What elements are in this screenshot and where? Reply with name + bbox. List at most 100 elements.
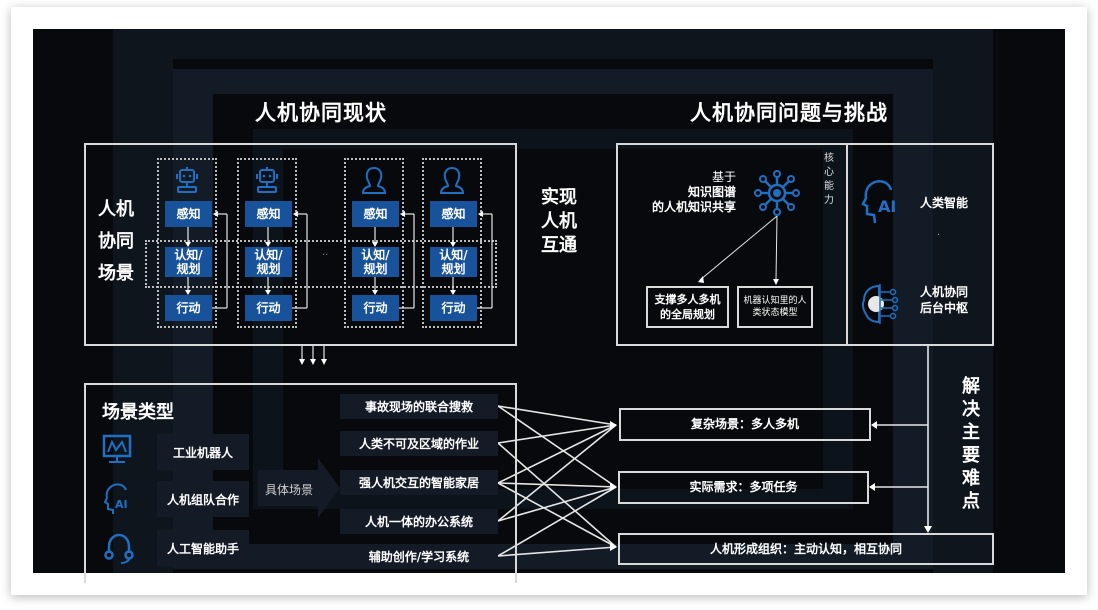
step-perceive: 感知 bbox=[430, 201, 477, 227]
scenario-link bbox=[497, 405, 617, 488]
arrowhead bbox=[400, 211, 405, 217]
arrowhead bbox=[773, 279, 779, 285]
arrow-shape bbox=[258, 458, 340, 518]
step-cognition-planning: 认知/ 规划 bbox=[165, 247, 212, 277]
arrowhead bbox=[924, 526, 932, 533]
specific-scenario-item: 人类不可及区域的作业 bbox=[340, 431, 498, 456]
knowledge-arrow bbox=[699, 215, 778, 281]
specific-scenario-item: 辅助创作/学习系统 bbox=[340, 544, 498, 569]
arrowhead bbox=[310, 359, 316, 365]
knowledge-text: 基于 知识图谱 的人机知识共享 bbox=[640, 170, 736, 215]
ai-head-icon: AI bbox=[104, 483, 128, 514]
cognition-band bbox=[145, 240, 497, 288]
arrowhead bbox=[478, 211, 483, 217]
core-label-char: 能 bbox=[824, 181, 834, 192]
core-capability-label: 核 心 能 力 bbox=[822, 152, 836, 208]
side-label-line: 人机 bbox=[98, 199, 134, 220]
human-state-model-box: 机器认知里的人 类状态模型 bbox=[737, 286, 813, 328]
left-panel-title: 人机协同现状 bbox=[255, 101, 387, 125]
agent-dotted-frame bbox=[344, 158, 404, 328]
side-label-line: 协同 bbox=[98, 231, 134, 252]
key-difficulty-label: 解 决 主 要 难 点 bbox=[962, 375, 986, 513]
svg-text:AI: AI bbox=[878, 197, 896, 216]
global-planning-box: 支撑多人多机 的全局规划 bbox=[646, 286, 729, 328]
arrowhead bbox=[698, 276, 704, 283]
interop-line: 互通 bbox=[541, 235, 577, 256]
challenge-complex-scene: 复杂场景：多人多机 bbox=[619, 408, 871, 441]
specific-scenario-item: 人机一体的办公系统 bbox=[340, 509, 498, 534]
step-action: 行动 bbox=[165, 295, 212, 321]
monitor-chart-icon bbox=[102, 434, 132, 463]
step-cognition-planning: 认知/ 规划 bbox=[245, 247, 292, 277]
difficulty-char: 决 bbox=[962, 399, 980, 420]
step-perceive: 感知 bbox=[352, 201, 399, 227]
arrowhead bbox=[372, 242, 378, 247]
person-icon bbox=[360, 166, 388, 194]
arrowhead bbox=[213, 211, 218, 217]
knowledge-arrow bbox=[775, 215, 778, 281]
ellipsis: ·· bbox=[322, 250, 329, 261]
robot-icon bbox=[173, 166, 201, 194]
specific-scenario-item: 事故现场的联合搜救 bbox=[340, 394, 498, 419]
knowledge-line: 基于 bbox=[711, 170, 736, 184]
step-action: 行动 bbox=[430, 295, 477, 321]
scene-side-label: 人机 协同 场景 bbox=[98, 194, 142, 290]
arrowhead bbox=[871, 421, 877, 429]
core-label-char: 力 bbox=[824, 195, 834, 206]
knowledge-line: 的人机知识共享 bbox=[651, 200, 736, 214]
arrowhead bbox=[185, 290, 191, 295]
ai-brain-icon bbox=[861, 284, 899, 324]
difficulty-char: 解 bbox=[962, 376, 980, 397]
arrowhead bbox=[265, 242, 271, 247]
arrowhead bbox=[293, 211, 298, 217]
arrowhead bbox=[610, 483, 617, 491]
step-action: 行动 bbox=[352, 295, 399, 321]
arrowhead bbox=[610, 543, 617, 551]
side-label-line: 场景 bbox=[98, 263, 134, 284]
backend-hub-label: 人机协同 后台中枢 bbox=[920, 285, 969, 315]
scenario-link bbox=[497, 486, 617, 522]
person-icon bbox=[438, 166, 466, 194]
arrowhead bbox=[450, 290, 456, 295]
arrowhead bbox=[869, 483, 875, 491]
scenario-link bbox=[497, 405, 617, 426]
interop-label: 实现 人机 互通 bbox=[541, 186, 585, 258]
step-cognition-planning: 认知/ 规划 bbox=[430, 247, 477, 277]
scenario-link bbox=[497, 546, 617, 557]
divider bbox=[846, 144, 848, 345]
scenario-link bbox=[497, 482, 617, 488]
interop-line: 人机 bbox=[541, 211, 577, 232]
arrowhead bbox=[610, 421, 617, 429]
specific-scenario-item: 强人机交互的智能家居 bbox=[340, 470, 498, 495]
human-intelligence-label: 人类智能 bbox=[920, 196, 969, 210]
svg-text:AI: AI bbox=[115, 498, 128, 511]
ai-head-icon: AI bbox=[861, 180, 896, 224]
right-panel-title: 人机协同问题与挑战 bbox=[690, 101, 888, 125]
step-perceive: 感知 bbox=[245, 201, 292, 227]
core-label-char: 心 bbox=[824, 167, 834, 178]
dot: · bbox=[937, 230, 941, 241]
challenge-organization: 人机形成组织：主动认知，相互协同 bbox=[618, 533, 994, 565]
scenario-link bbox=[497, 442, 617, 548]
scenario-link bbox=[497, 486, 617, 557]
scenario-link bbox=[497, 482, 617, 548]
arrowhead bbox=[299, 359, 305, 365]
core-label-char: 核 bbox=[824, 153, 834, 164]
knowledge-line: 知识图谱 bbox=[687, 185, 736, 199]
interop-line: 实现 bbox=[541, 187, 577, 208]
specific-scenario-label: 具体场景 bbox=[265, 483, 314, 497]
arrowhead bbox=[321, 359, 327, 365]
difficulty-char: 点 bbox=[962, 491, 980, 512]
step-perceive: 感知 bbox=[165, 201, 212, 227]
agent-dotted-frame bbox=[237, 158, 297, 328]
difficulty-char: 难 bbox=[962, 468, 980, 489]
status-frame bbox=[84, 143, 517, 346]
scenario-link bbox=[497, 424, 617, 444]
difficulty-char: 主 bbox=[962, 422, 980, 443]
scenario-link bbox=[497, 424, 617, 522]
headset-icon bbox=[104, 533, 134, 564]
arrowhead bbox=[450, 242, 456, 247]
agent-dotted-frame bbox=[422, 158, 482, 328]
challenge-frame bbox=[616, 143, 994, 346]
